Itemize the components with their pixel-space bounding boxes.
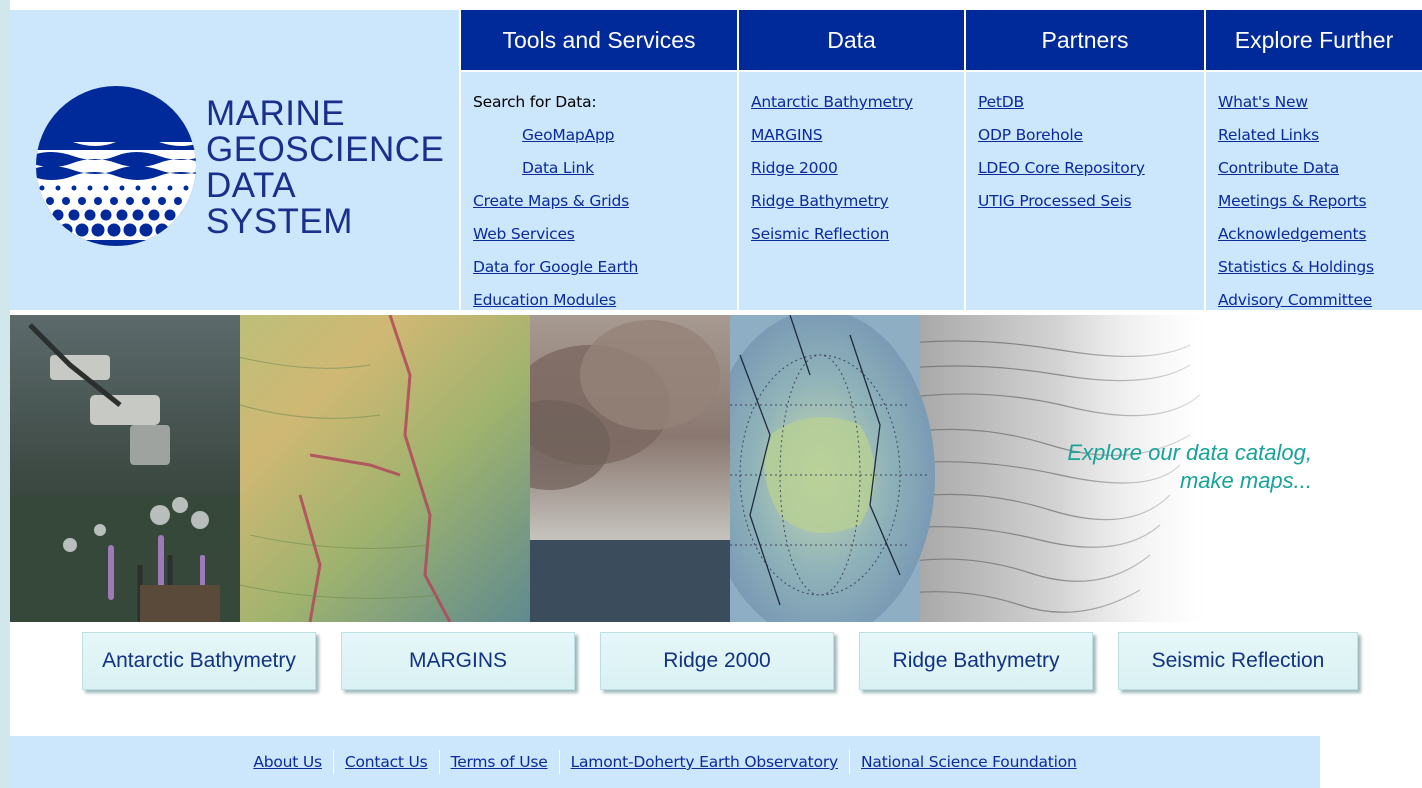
link-web-services[interactable]: Web Services — [473, 225, 575, 243]
link-antarctic-bathymetry[interactable]: Antarctic Bathymetry — [751, 93, 913, 111]
logo-area[interactable]: MARINE GEOSCIENCE DATA SYSTEM — [10, 10, 459, 310]
link-whats-new[interactable]: What's New — [1218, 93, 1308, 111]
link-statistics-holdings[interactable]: Statistics & Holdings — [1218, 258, 1374, 276]
nav-header-partners[interactable]: Partners — [966, 10, 1204, 72]
button-seismic-reflection[interactable]: Seismic Reflection — [1118, 632, 1358, 690]
footer-terms-of-use[interactable]: Terms of Use — [450, 753, 548, 771]
link-create-maps-grids[interactable]: Create Maps & Grids — [473, 192, 629, 210]
footer-links: About Us Contact Us Terms of Use Lamont-… — [10, 736, 1320, 788]
link-ldeo-core-repository[interactable]: LDEO Core Repository — [978, 159, 1145, 177]
logo-line-4: SYSTEM — [206, 202, 353, 241]
nav-list-partners: PetDB ODP Borehole LDEO Core Repository … — [966, 72, 1204, 218]
link-geomapapp[interactable]: GeoMapApp — [522, 126, 615, 144]
nav-header-explore[interactable]: Explore Further — [1206, 10, 1422, 72]
link-advisory-committee[interactable]: Advisory Committee — [1218, 291, 1373, 309]
footer-separator — [849, 750, 850, 774]
tagline-line-1: Explore our data catalog, — [1067, 440, 1312, 465]
link-ridge-bathymetry[interactable]: Ridge Bathymetry — [751, 192, 889, 210]
nav-list-explore: What's New Related Links Contribute Data… — [1206, 72, 1422, 317]
link-utig-processed-seis[interactable]: UTIG Processed Seis — [978, 192, 1132, 210]
footer-separator — [438, 750, 440, 774]
footer-nsf[interactable]: National Science Foundation — [861, 753, 1077, 771]
page: MARINE GEOSCIENCE DATA SYSTEM Tools and … — [10, 0, 1422, 788]
nav-column-partners: Partners PetDB ODP Borehole LDEO Core Re… — [966, 10, 1204, 310]
link-contribute-data[interactable]: Contribute Data — [1218, 159, 1340, 177]
link-acknowledgements[interactable]: Acknowledgements — [1218, 225, 1367, 243]
logo-wordmark: MARINE GEOSCIENCE DATA SYSTEM — [206, 96, 444, 240]
button-antarctic-bathymetry[interactable]: Antarctic Bathymetry — [82, 632, 316, 690]
nav-list-data: Antarctic Bathymetry MARGINS Ridge 2000 … — [739, 72, 964, 251]
banner-collage[interactable]: Explore our data catalog, make maps... — [10, 315, 1422, 622]
footer-separator — [558, 750, 560, 774]
banner-image — [10, 315, 1422, 622]
button-ridge-bathymetry[interactable]: Ridge Bathymetry — [859, 632, 1093, 690]
footer-contact-us[interactable]: Contact Us — [344, 753, 428, 771]
link-odp-borehole[interactable]: ODP Borehole — [978, 126, 1083, 144]
banner-tagline: Explore our data catalog, make maps... — [1067, 439, 1312, 495]
search-for-data-label: Search for Data: — [473, 93, 597, 111]
footer-separator — [332, 750, 334, 774]
link-margins[interactable]: MARGINS — [751, 126, 823, 144]
nav-column-data: Data Antarctic Bathymetry MARGINS Ridge … — [739, 10, 964, 310]
link-ridge-2000[interactable]: Ridge 2000 — [751, 159, 838, 177]
link-data-link[interactable]: Data Link — [522, 159, 594, 177]
button-margins[interactable]: MARGINS — [341, 632, 575, 690]
nav-column-tools: Tools and Services Search for Data: GeoM… — [461, 10, 737, 310]
link-education-modules[interactable]: Education Modules — [473, 291, 617, 309]
logo-line-2: GEOSCIENCE — [206, 130, 445, 169]
logo-line-3: DATA — [206, 166, 297, 205]
link-meetings-reports[interactable]: Meetings & Reports — [1218, 192, 1367, 210]
footer-about-us[interactable]: About Us — [253, 753, 322, 771]
link-related-links[interactable]: Related Links — [1218, 126, 1320, 144]
logo-line-1: MARINE — [206, 94, 346, 133]
link-data-for-google-earth[interactable]: Data for Google Earth — [473, 258, 639, 276]
mgds-logo-icon — [36, 86, 196, 246]
nav-header-data[interactable]: Data — [739, 10, 964, 72]
nav-list-tools: Search for Data: GeoMapApp Data Link Cre… — [461, 72, 737, 317]
nav-column-explore: Explore Further What's New Related Links… — [1206, 10, 1422, 310]
link-seismic-reflection[interactable]: Seismic Reflection — [751, 225, 890, 243]
nav-header-tools[interactable]: Tools and Services — [461, 10, 737, 72]
footer-lamont-doherty[interactable]: Lamont-Doherty Earth Observatory — [570, 753, 839, 771]
tagline-line-2: make maps... — [1179, 468, 1312, 493]
link-petdb[interactable]: PetDB — [978, 93, 1024, 111]
button-ridge-2000[interactable]: Ridge 2000 — [600, 632, 834, 690]
